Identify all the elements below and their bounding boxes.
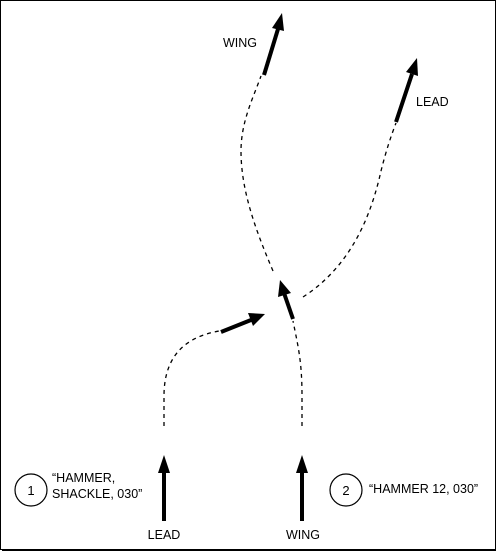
call-number-2: 2 [342, 483, 349, 498]
wing-start-arrow [296, 455, 308, 521]
wing-start-label: WING [286, 528, 320, 542]
lead-path-upper [302, 122, 397, 298]
lead-end-label: LEAD [416, 95, 449, 109]
call-number-circle-2 [329, 473, 363, 507]
call-number-1: 1 [27, 483, 34, 498]
lead-end-arrow [394, 58, 418, 123]
call-1-text-line2: SHACKLE, 030” [52, 487, 142, 501]
lead-start-arrow [158, 455, 170, 521]
wing-end-label: WING [223, 36, 257, 50]
lead-path-lower [163, 330, 220, 426]
radio-call-1: 1 “HAMMER, SHACKLE, 030” [14, 471, 142, 507]
lead-start-label: LEAD [148, 528, 181, 542]
wing-cross-arrow [278, 280, 295, 320]
call-1-text-line1: “HAMMER, [52, 471, 115, 485]
call-number-circle-1 [14, 473, 48, 507]
radio-call-2: 2 “HAMMER 12, 030” [329, 473, 478, 507]
call-2-text: “HAMMER 12, 030” [369, 482, 478, 496]
wing-path-upper [240, 75, 274, 272]
wing-end-arrow [262, 13, 284, 76]
lead-cross-arrow [220, 313, 265, 334]
wing-path-lower [292, 320, 303, 426]
